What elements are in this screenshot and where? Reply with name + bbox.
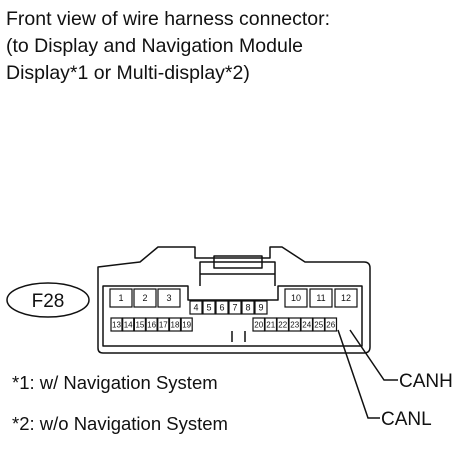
pin-label: 22 <box>278 320 287 329</box>
pin-cavity <box>180 317 193 332</box>
pin-cavity <box>133 317 146 332</box>
pin-label: 21 <box>266 320 275 329</box>
canh-leader-line <box>349 329 398 381</box>
pin-label: 15 <box>135 320 144 329</box>
note-navigation: *1: w/ Navigation System <box>12 372 218 393</box>
pin-label: 25 <box>314 320 323 329</box>
pin-cavity <box>241 300 255 315</box>
canl-leader-line <box>337 329 380 419</box>
pin-cavity <box>324 317 338 332</box>
pin-label: 16 <box>147 320 156 329</box>
pin-label: 19 <box>182 320 191 329</box>
pin-label: 17 <box>159 320 168 329</box>
title-line-3: Display*1 or Multi-display*2) <box>6 62 250 84</box>
pin-label: 8 <box>245 303 250 313</box>
pin-label: 18 <box>171 320 180 329</box>
pin-cavity <box>309 288 333 308</box>
pin-label: 4 <box>193 303 198 313</box>
pin-cavity <box>254 300 268 315</box>
canh-label: CANH <box>399 371 453 392</box>
pin-label: 7 <box>232 303 237 313</box>
pin-cavity <box>122 317 135 332</box>
pin-cavity <box>168 317 182 332</box>
connector-id-ellipse <box>6 282 90 318</box>
canl-label: CANL <box>381 409 432 430</box>
pin-cavity <box>284 288 308 308</box>
pin-label: 5 <box>206 303 211 313</box>
pin-label: 3 <box>166 293 171 303</box>
title-line-2: (to Display and Navigation Module <box>6 35 303 57</box>
pin-label: 2 <box>142 293 147 303</box>
connector-id: F28 <box>32 291 65 312</box>
pin-label: 23 <box>290 320 299 329</box>
pin-cavity <box>215 300 229 315</box>
pin-cavity <box>334 288 358 308</box>
pin-label: 10 <box>291 293 301 303</box>
pin-cavity <box>109 288 133 308</box>
connector-latch-slot <box>213 255 263 269</box>
pin-cavity <box>145 317 158 332</box>
diagram-title: Front view of wire harness connector: (t… <box>6 6 468 87</box>
pin-label: 11 <box>316 293 325 303</box>
pin-label: 26 <box>326 320 335 329</box>
pin-label: 1 <box>118 293 123 303</box>
pin-label: 12 <box>341 293 351 303</box>
note-no-navigation: *2: w/o Navigation System <box>12 413 228 434</box>
pin-label: 9 <box>258 303 263 313</box>
pin-cavity <box>157 317 170 332</box>
pin-label: 20 <box>254 320 263 329</box>
pin-cavity <box>189 300 203 315</box>
pin-label: 14 <box>124 320 133 329</box>
pin-cavity <box>110 317 123 332</box>
title-line-1: Front view of wire harness connector: <box>6 8 331 30</box>
pin-label: 24 <box>302 320 311 329</box>
pin-label: 13 <box>112 320 121 329</box>
pin-cavity <box>133 288 157 308</box>
pin-cavity <box>202 300 216 315</box>
connector-inner-frame <box>102 285 363 347</box>
pin-cavity <box>228 300 242 315</box>
pin-label: 6 <box>219 303 224 313</box>
pin-cavity <box>157 288 181 308</box>
connector-housing <box>97 246 371 354</box>
